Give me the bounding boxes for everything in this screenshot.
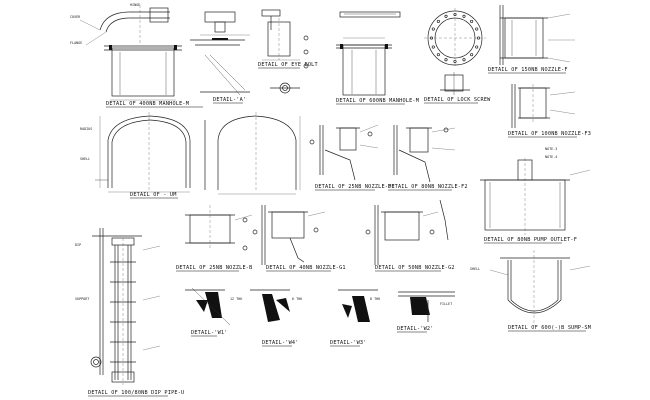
manhole-600nb-detail	[303, 11, 401, 96]
pump-outlet-caption: DETAIL OF 80NB PUMP OUTLET-F	[484, 237, 577, 243]
sump-600-caption: DETAIL OF 600(-)B SUMP-SM	[508, 325, 591, 331]
nozzle-25nb-b-caption: DETAIL OF 25NB NOZZLE-B	[176, 265, 252, 271]
svg-text:FLANGE: FLANGE	[70, 41, 82, 45]
weld-w4-caption: DETAIL-'W4'	[262, 340, 299, 346]
sump-600-detail: SHELL	[470, 250, 591, 326]
nozzle-40nb-g1-detail	[252, 205, 326, 265]
weld-w1-detail: 12 THK	[185, 287, 243, 326]
nozzle-150nb-detail	[499, 5, 575, 65]
nozzle-50nb-g2-detail	[365, 199, 449, 265]
nozzle-25nb-f1-detail	[309, 124, 379, 181]
svg-text:HINGE: HINGE	[130, 3, 140, 7]
flange-bolt-hole	[444, 14, 448, 18]
detail-a-caption: DETAIL-'A'	[213, 97, 246, 103]
dished-head-detail-2	[217, 112, 301, 195]
flange-bolt-hole	[470, 53, 474, 57]
svg-text:12 THK: 12 THK	[230, 297, 243, 301]
svg-text:COVER: COVER	[70, 15, 81, 19]
nozzle-50nb-g2-caption: DETAIL OF 50NB NOZZLE-G2	[375, 265, 455, 271]
svg-text:6 THK: 6 THK	[292, 297, 303, 301]
detail-a-drawing	[190, 11, 250, 96]
flange-bolt-hole	[475, 27, 479, 31]
flange-bolt-hole	[431, 45, 435, 49]
svg-text:FILLET: FILLET	[440, 302, 452, 306]
flange-bolt-hole	[444, 58, 448, 62]
flange-bolt-hole	[462, 14, 466, 18]
nozzle-25nb-f1-caption: DETAIL OF 25NB NOZZLE-F1	[315, 184, 395, 190]
nozzle-40nb-g1-caption: DETAIL OF 40NB NOZZLE-G1	[266, 265, 346, 271]
eye-bolt-caption: DETAIL OF EYE BOLT	[258, 62, 318, 68]
dip-pipe-detail: DIP SUPPORT	[75, 228, 161, 385]
svg-text:NOTE-4: NOTE-4	[545, 155, 557, 159]
dished-head-detail: RADIUS SHELL	[80, 112, 206, 193]
flange-bolt-hole	[431, 27, 435, 31]
flange-bolt-hole	[436, 19, 440, 23]
flange-bolt-hole	[470, 19, 474, 23]
weld-w2-detail: FILLET	[398, 291, 455, 322]
weld-w2-caption: DETAIL-'W2'	[397, 326, 434, 332]
svg-text:RADIUS: RADIUS	[80, 127, 92, 131]
lock-screw-detail	[424, 8, 486, 95]
dip-pipe-caption: DETAIL OF 100/80NB DIP PIPE-U	[88, 390, 184, 396]
svg-text:SHELL: SHELL	[470, 267, 480, 271]
svg-text:SUPPORT: SUPPORT	[75, 297, 89, 301]
svg-text:8 THK: 8 THK	[370, 297, 381, 301]
pump-outlet-80nb-detail: NOTE-3 NOTE-4	[480, 147, 591, 235]
nozzle-80nb-f2-detail	[393, 125, 456, 183]
manhole-400nb-caption: DETAIL OF 400NB MANHOLE-M	[106, 101, 189, 107]
weld-w3-detail: 8 THK	[338, 289, 381, 322]
lock-screw-caption: DETAIL OF LOCK SCREW	[424, 97, 491, 103]
svg-text:SHELL: SHELL	[80, 157, 90, 161]
weld-w1-caption: DETAIL-'W1'	[191, 330, 228, 336]
manhole-600nb-caption: DETAIL OF 600NB MANHOLE-M	[336, 98, 419, 104]
nozzle-100nb-detail	[511, 84, 576, 128]
svg-text:NOTE-3: NOTE-3	[545, 147, 557, 151]
nozzle-100nb-caption: DETAIL OF 100NB NOZZLE-F3	[508, 131, 591, 137]
weld-w3-caption: DETAIL-'W3'	[330, 340, 367, 346]
nozzle-150nb-caption: DETAIL OF 150NB NOZZLE-F	[488, 67, 568, 73]
nozzle-80nb-f2-caption: DETAIL OF 80NB NOZZLE-F2	[388, 184, 468, 190]
weld-w4-detail: 6 THK	[250, 289, 303, 322]
manhole-400nb-detail: HINGE COVER FLANGE	[70, 3, 182, 101]
eye-bolt-detail	[261, 9, 300, 94]
flange-bolt-hole	[475, 45, 479, 49]
dished-head-caption: DETAIL OF - UM	[130, 192, 177, 198]
flange-bolt-hole	[436, 53, 440, 57]
svg-text:DIP: DIP	[75, 243, 81, 247]
nozzle-25nb-b-detail	[185, 205, 253, 251]
flange-bolt-hole	[462, 58, 466, 62]
